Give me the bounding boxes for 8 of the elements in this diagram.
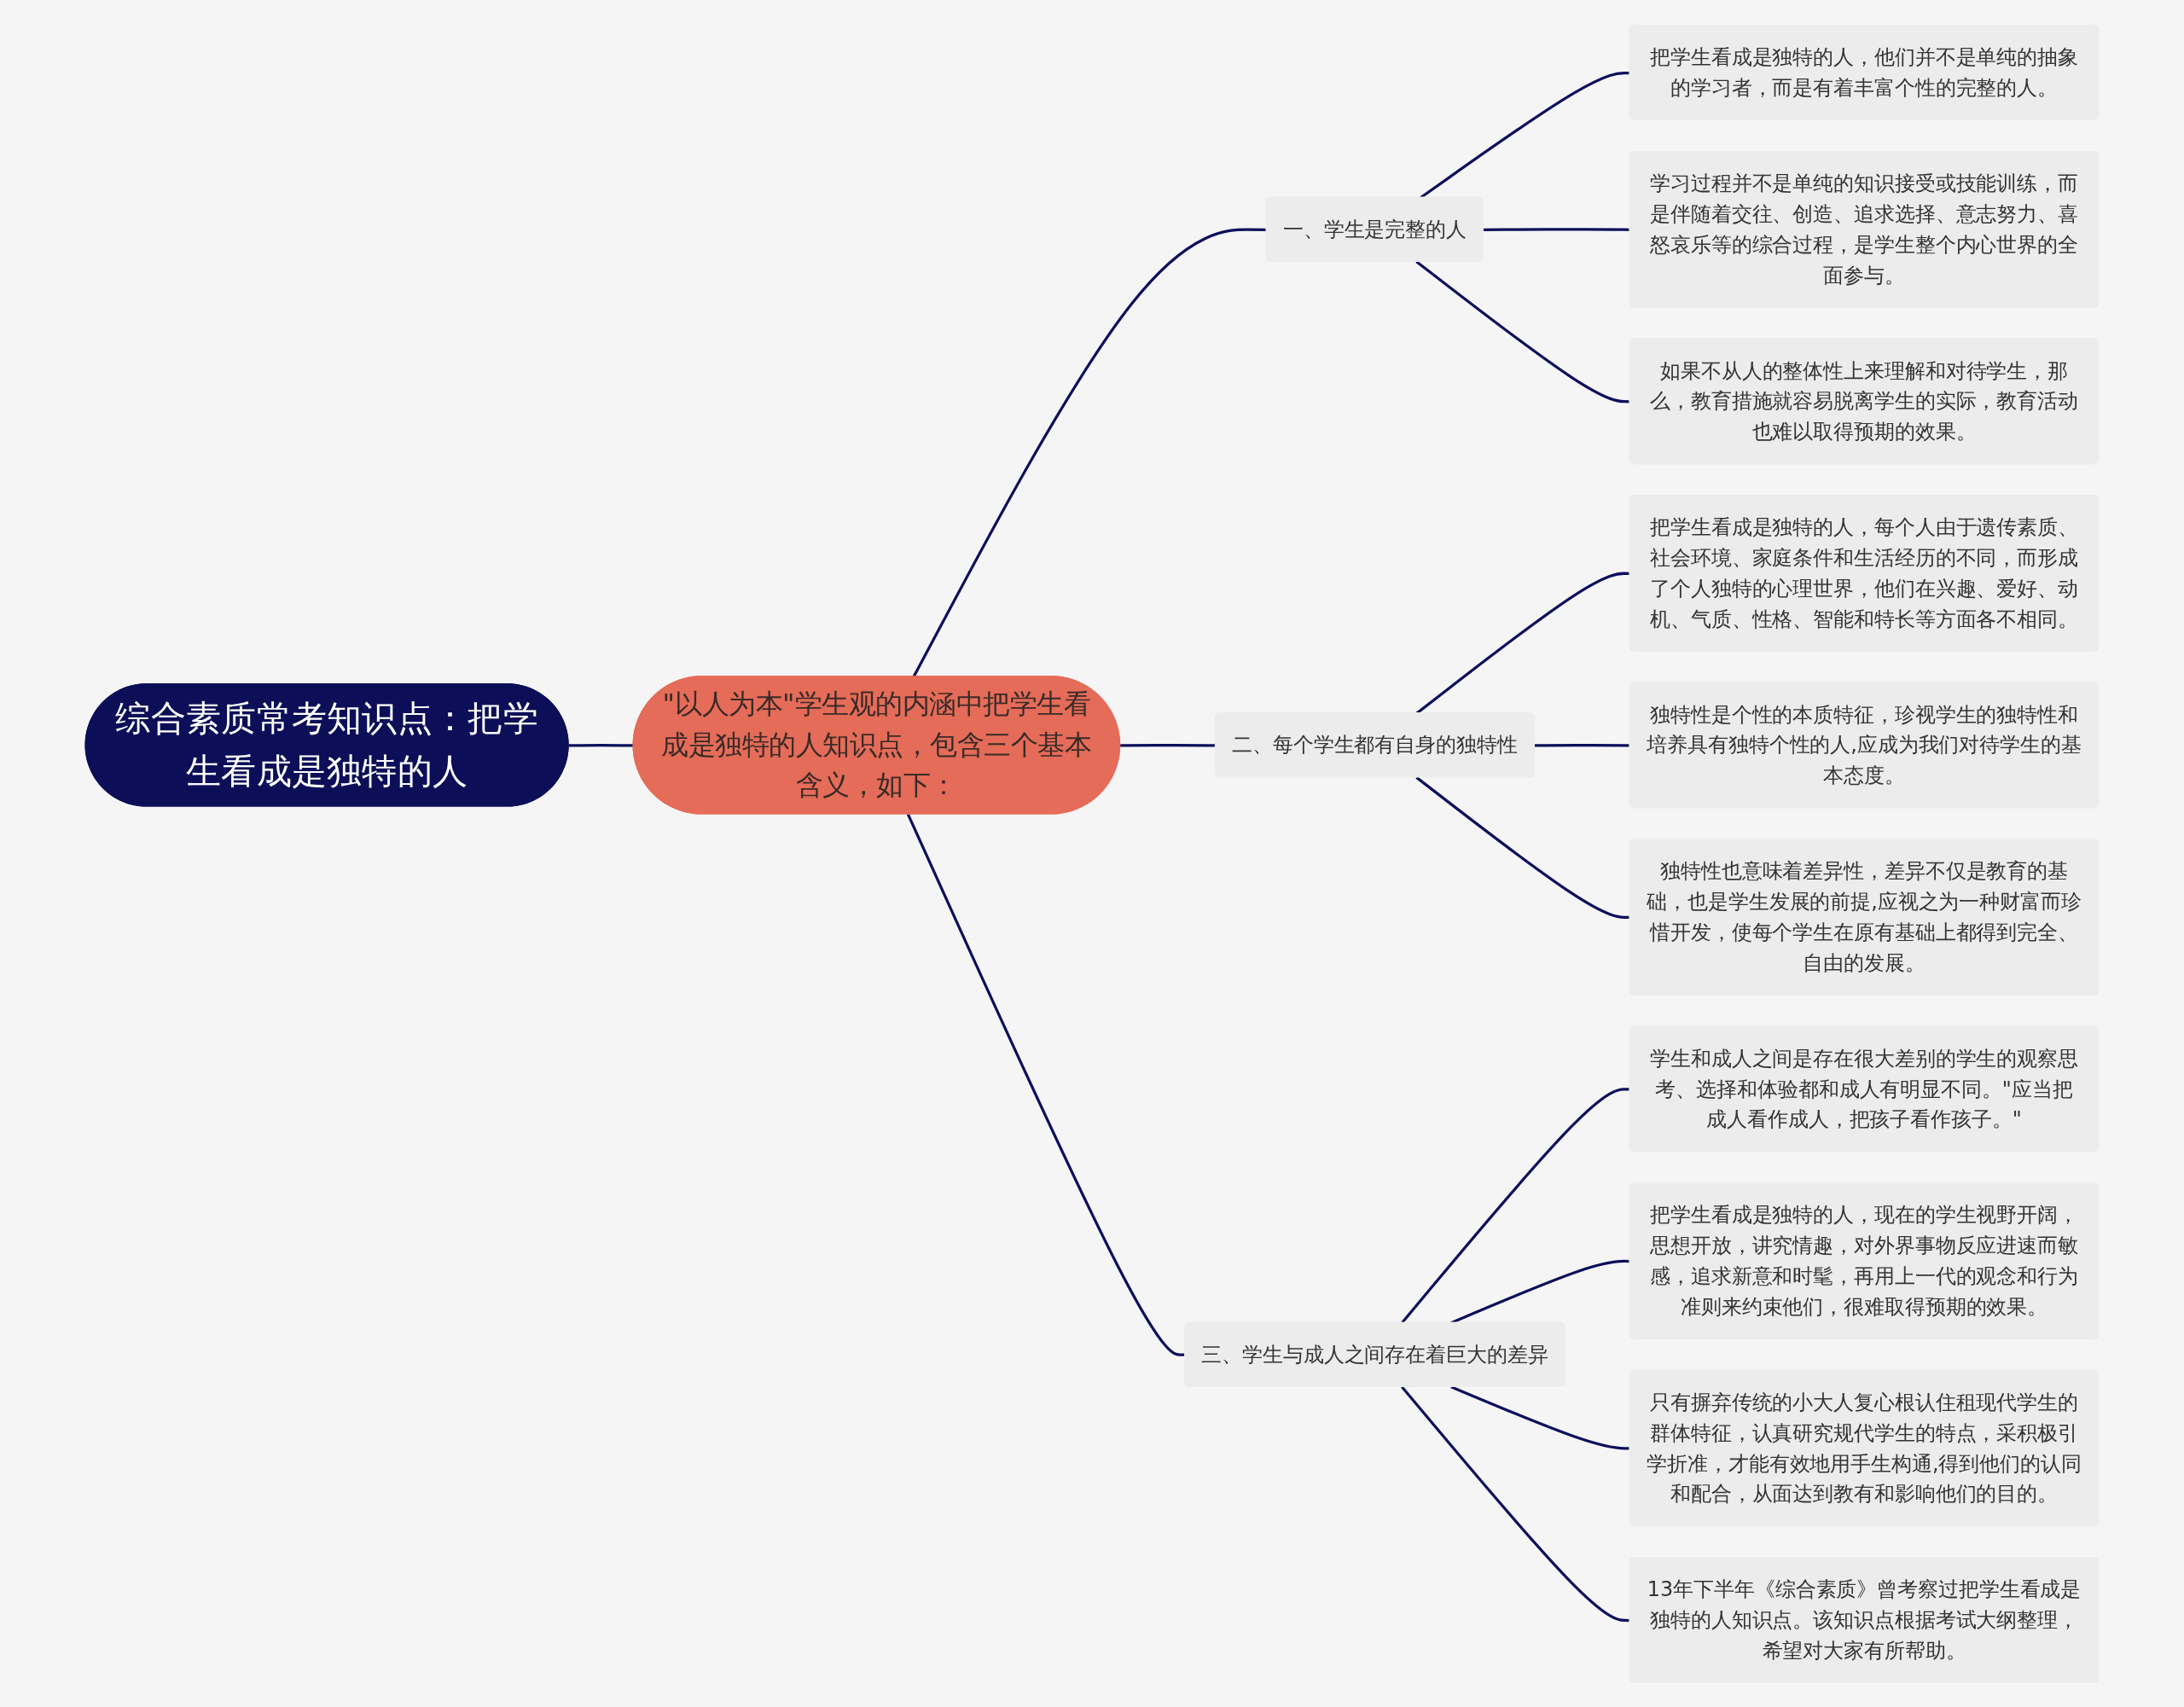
connector [1484,227,1630,231]
connector [568,743,634,746]
connector [1415,259,1630,403]
connector [1534,743,1630,746]
connector [1401,1385,1630,1622]
connector [1415,775,1630,919]
connector [1450,1385,1630,1450]
connector [912,228,1267,677]
